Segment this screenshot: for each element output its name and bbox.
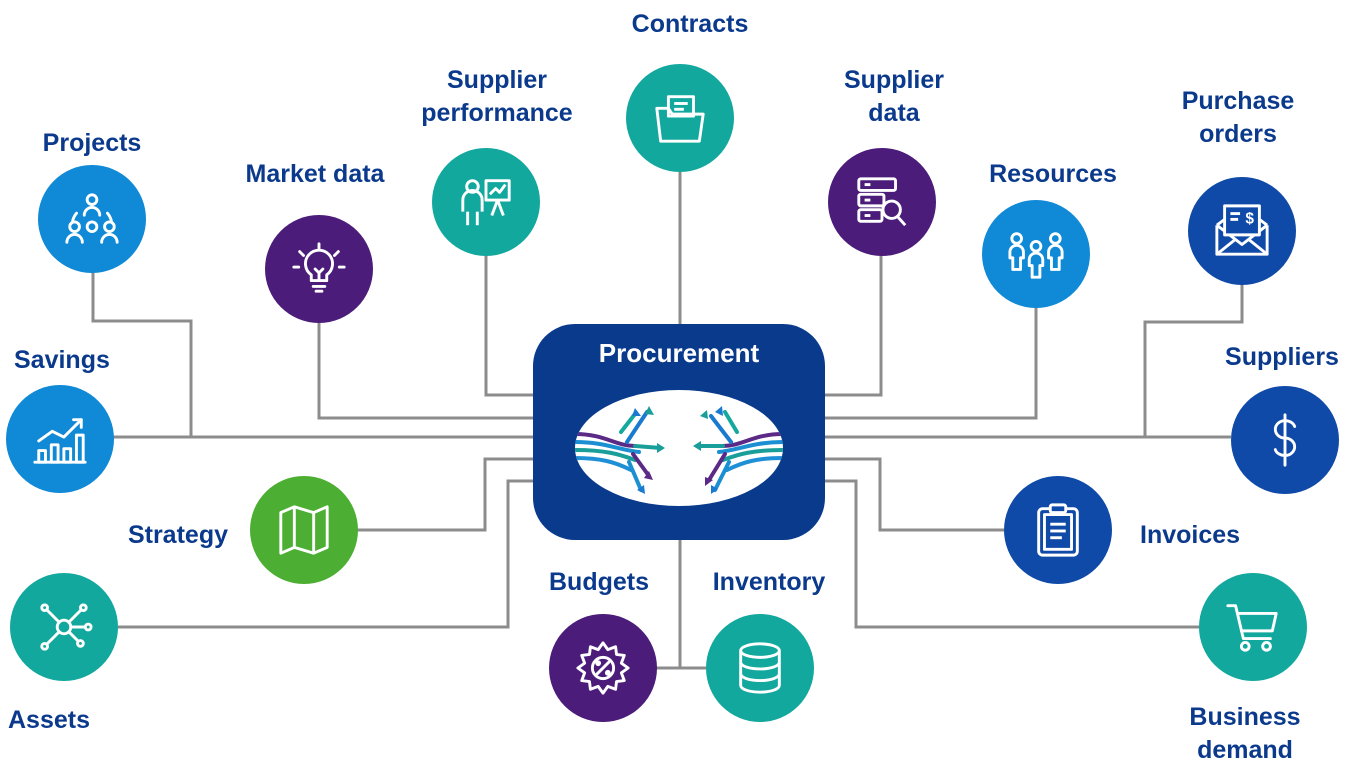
- svg-text:$: $: [1245, 210, 1254, 227]
- inventory-node: [706, 614, 814, 722]
- contracts-node: [626, 64, 734, 172]
- gear-percent-icon: [576, 641, 630, 695]
- folder-icon: [655, 95, 705, 143]
- savings-node: [6, 385, 114, 493]
- business-demand-node: [1199, 573, 1307, 681]
- connector-supplier-performance: [484, 250, 533, 397]
- projects-label: Projects: [42, 129, 142, 157]
- clipboard-icon: [1037, 503, 1079, 557]
- suppliers-node: [1231, 386, 1339, 494]
- people-group-icon: [1008, 232, 1064, 279]
- resources-label: Resources: [989, 160, 1117, 188]
- budgets-node: [549, 614, 657, 722]
- presenter-icon: [461, 179, 511, 226]
- connector-assets: [118, 479, 533, 629]
- supplier-data-label: Supplier data: [844, 64, 944, 130]
- connector-market-data: [317, 312, 533, 420]
- assets-node: [10, 573, 118, 681]
- purchase-orders-label: Purchase orders: [1182, 85, 1295, 151]
- supplier-performance-label: Supplier performance: [421, 64, 572, 130]
- market-data-label: Market data: [245, 160, 385, 188]
- resources-node: [982, 200, 1090, 308]
- envelope-invoice-icon: $: [1215, 204, 1269, 256]
- projects-node: [38, 165, 146, 273]
- assets-label: Assets: [8, 706, 90, 734]
- lightbulb-icon: [292, 242, 346, 293]
- flow-arrows-icon: [575, 406, 783, 494]
- suppliers-label: Suppliers: [1225, 343, 1339, 371]
- growth-chart-icon: [33, 418, 87, 464]
- map-icon: [279, 505, 329, 555]
- connector-projects: [91, 268, 193, 437]
- purchase-orders-node: $: [1188, 177, 1296, 285]
- business-demand-label: Business demand: [1189, 701, 1300, 767]
- budgets-label: Budgets: [549, 568, 649, 596]
- business-demand-text: Business demand: [1189, 703, 1301, 764]
- market-data-node: [265, 215, 373, 323]
- team-gear-icon: [65, 193, 119, 244]
- network-hub-icon: [40, 603, 93, 651]
- contracts-label: Contracts: [631, 10, 749, 38]
- database-search-icon: [857, 177, 907, 227]
- inventory-label: Inventory: [712, 568, 826, 596]
- hub-flow-graphic: [575, 390, 783, 506]
- invoices-label: Invoices: [1140, 521, 1241, 549]
- supplier-performance-node: [432, 148, 540, 256]
- purchase-orders-text: Purchase orders: [1181, 87, 1295, 148]
- database-icon: [739, 642, 781, 694]
- connector-business-demand: [825, 479, 1199, 629]
- connector-strategy: [356, 457, 533, 532]
- procurement-hub: Procurement: [533, 324, 825, 540]
- supplier-performance-text: Supplier performance: [421, 66, 573, 127]
- savings-label: Savings: [14, 346, 110, 374]
- dollar-icon: [1273, 413, 1297, 467]
- supplier-data-node: [828, 148, 936, 256]
- connector-invoices: [825, 457, 1004, 532]
- hub-title: Procurement: [598, 338, 760, 368]
- strategy-label: Strategy: [127, 521, 228, 549]
- shopping-cart-icon: [1226, 604, 1278, 652]
- connector-purchase-orders: [1143, 281, 1244, 437]
- connector-resources: [825, 305, 1038, 420]
- strategy-node: [250, 476, 358, 584]
- connector-supplier-data: [825, 252, 883, 397]
- connector-bottom: [656, 540, 682, 670]
- supplier-data-text: Supplier data: [843, 66, 945, 127]
- invoices-node: [1004, 476, 1112, 584]
